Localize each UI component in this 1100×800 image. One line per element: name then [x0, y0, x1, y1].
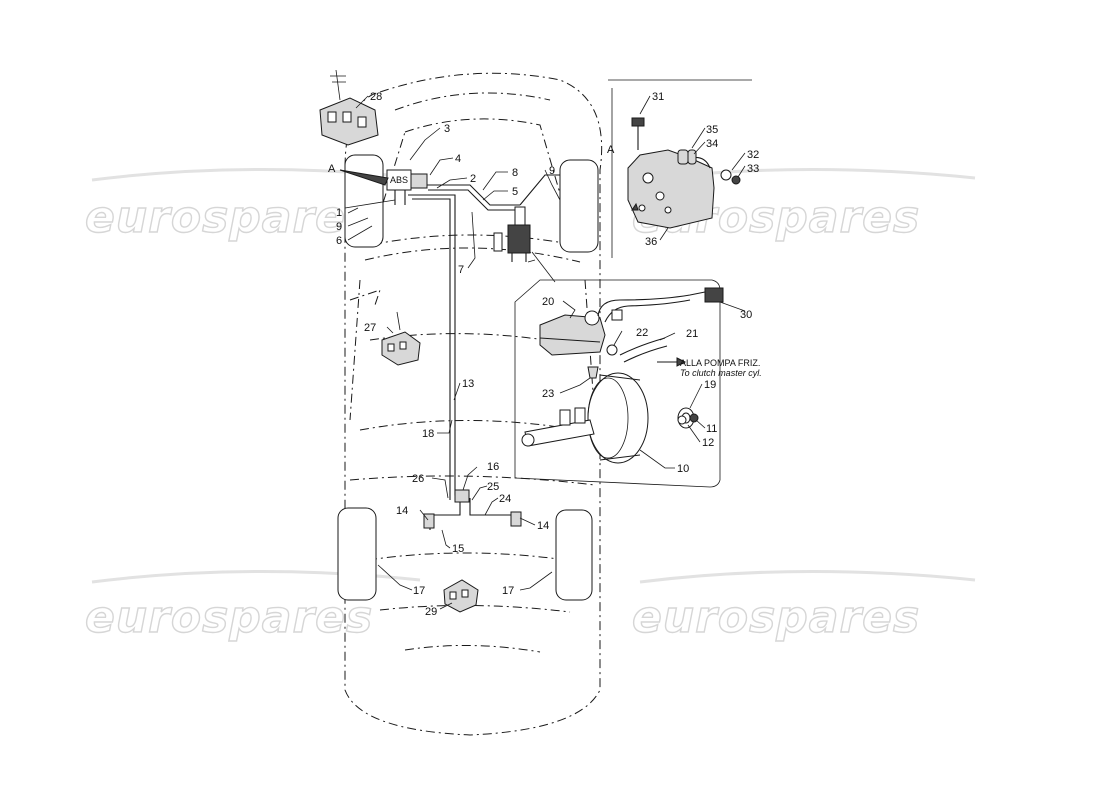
watermark-swoosh	[639, 569, 976, 584]
front-left-wheel	[344, 154, 384, 248]
clutch-note-en: To clutch master cyl.	[680, 368, 762, 378]
callout-32: 32	[747, 149, 759, 161]
callout-10: 10	[677, 463, 689, 475]
clutch-note-it: ALLA POMPA FRIZ.	[680, 358, 760, 368]
callout-24: 24	[499, 493, 511, 505]
abs-label: ABS	[390, 175, 408, 185]
callout-19: 19	[704, 379, 716, 391]
pipe-fittings	[423, 489, 522, 529]
watermark-text-top-left: eurospares	[85, 192, 373, 243]
callout-13: 13	[462, 378, 474, 390]
callout-29: 29	[425, 606, 437, 618]
callout-27: 27	[364, 322, 376, 334]
rear-left-wheel	[337, 507, 377, 601]
callout-28: 28	[370, 91, 382, 103]
callout-2: 2	[470, 173, 476, 185]
bracket-28	[319, 69, 379, 146]
callout-26: 26	[412, 473, 424, 485]
callout-23: 23	[542, 388, 554, 400]
callout-8: 8	[512, 167, 518, 179]
callout-a-left: A	[328, 163, 336, 175]
callout-18: 18	[422, 428, 434, 440]
master-cylinder-on-car	[493, 206, 556, 283]
front-right-wheel	[559, 159, 599, 253]
callout-4: 4	[455, 153, 461, 165]
callout-14-left: 14	[396, 505, 408, 517]
callout-labels: 28 3 A 4 2 8 5 9 1 9 6 7 31 A 35 34 32 3…	[328, 91, 762, 618]
callout-9-top: 9	[549, 165, 555, 177]
callout-11: 11	[706, 423, 717, 435]
callout-30: 30	[740, 309, 752, 321]
callout-31: 31	[652, 91, 664, 103]
callout-6: 6	[336, 235, 342, 247]
callout-33: 33	[747, 163, 759, 175]
bracket-27	[381, 311, 421, 366]
callout-22: 22	[636, 327, 648, 339]
rear-right-wheel	[555, 509, 593, 601]
callout-14-right: 14	[537, 520, 549, 532]
callout-3: 3	[444, 123, 450, 135]
callout-21: 21	[686, 328, 698, 340]
callout-34: 34	[706, 138, 718, 150]
callout-5: 5	[512, 186, 518, 198]
callout-17-left: 17	[413, 585, 425, 597]
abs-unit: ABS	[386, 169, 428, 205]
callout-7: 7	[458, 264, 464, 276]
callout-16: 16	[487, 461, 499, 473]
leader-lines	[339, 95, 561, 610]
detail-panel-a	[608, 79, 752, 258]
callout-17-right: 17	[502, 585, 514, 597]
callout-36: 36	[645, 236, 657, 248]
callout-15: 15	[452, 543, 464, 555]
callout-25: 25	[487, 481, 499, 493]
callout-9-left: 9	[336, 221, 342, 233]
callout-35: 35	[706, 124, 718, 136]
watermark-text-bottom-left: eurospares	[85, 592, 373, 643]
callout-20: 20	[542, 296, 554, 308]
callout-a-right: A	[607, 144, 615, 156]
callout-12: 12	[702, 437, 714, 449]
watermark-text-bottom-right: eurospares	[632, 592, 920, 643]
detail-panel-servo	[514, 279, 746, 488]
callout-1: 1	[336, 207, 342, 219]
bracket-29	[443, 579, 479, 613]
